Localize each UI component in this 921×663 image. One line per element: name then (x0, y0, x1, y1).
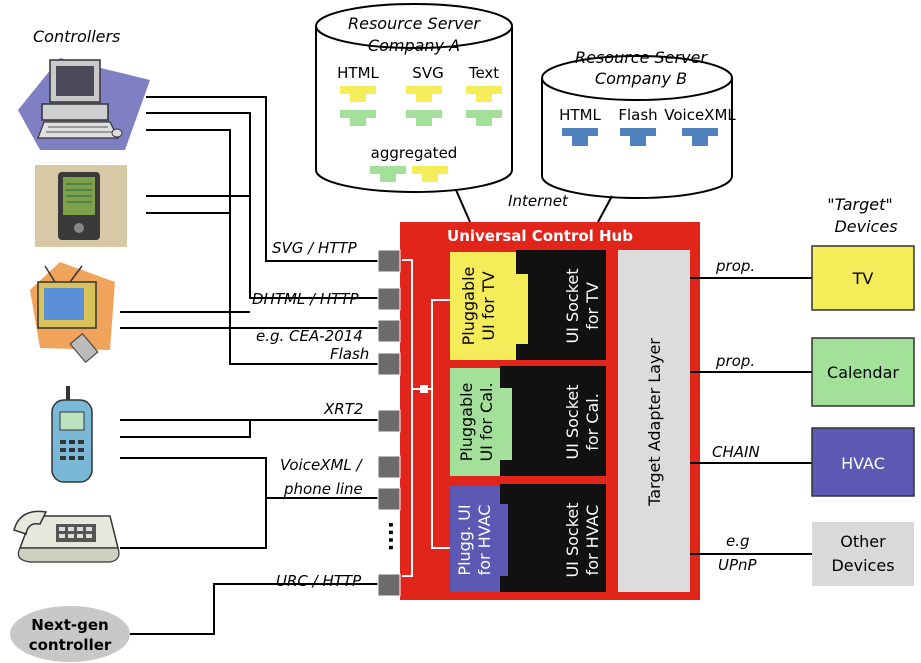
server-a-title-line1: Resource Server (348, 14, 481, 33)
server-a-format-html: HTML (337, 64, 379, 82)
next-gen-label-line1: Next-gen (31, 616, 108, 634)
pda-icon (35, 165, 127, 247)
ui-socket-tv-line2: for TV (583, 282, 602, 330)
desktop-computer-icon (18, 58, 150, 150)
target-adapter-layer (618, 250, 690, 592)
server-b-format-flash: Flash (618, 106, 657, 124)
server-a-format-svg: SVG (412, 64, 443, 82)
mobile-phone-icon (51, 386, 93, 483)
ui-socket-hvac-line1: UI Socket (563, 502, 582, 577)
server-b-link (597, 195, 613, 223)
link-other-upnp: UPnP (718, 556, 758, 574)
link-cal-prop: prop. (715, 352, 755, 370)
target-adapter-layer-label: Target Adapter Layer (645, 338, 664, 507)
device-hvac: HVAC (811, 427, 915, 497)
protocol-svg-http: SVG / HTTP (272, 239, 358, 257)
device-other-label-line2: Devices (831, 556, 894, 575)
ui-socket-hvac-line2: for HVAC (583, 505, 602, 576)
pluggable-ui-hvac-line2: for HVAC (475, 505, 494, 576)
television-icon (30, 262, 115, 364)
pluggable-ui-cal-line1: Pluggable (457, 383, 476, 462)
protocol-urc-http: URC / HTTP (276, 572, 362, 590)
ui-socket-hvac (500, 484, 606, 592)
protocol-cea-2014: e.g. CEA-2014 (256, 327, 363, 345)
device-other: Other Devices (812, 522, 914, 586)
controller-wires (120, 96, 378, 635)
protocol-flash: Flash (330, 345, 369, 363)
server-b-ui-pieces (562, 128, 718, 146)
link-other-eg: e.g (726, 532, 750, 550)
pluggable-ui-tv (450, 252, 550, 360)
server-b-title-line2: Company B (595, 69, 687, 88)
next-gen-controller: Next-gen controller (10, 606, 130, 662)
protocol-phone-line: phone line (283, 480, 363, 498)
pluggable-ui-cal-line2: UI for Cal. (477, 382, 496, 461)
pluggable-ui-hvac (450, 486, 550, 592)
device-other-label-line1: Other (840, 532, 886, 551)
hub-ports (377, 249, 401, 597)
server-a-title-line2: Company A (368, 36, 460, 55)
targets-label-line1: "Target" (827, 195, 892, 214)
target-links (690, 277, 812, 555)
pluggable-ui-tv-line1: Pluggable (459, 267, 478, 346)
pluggable-ui-hvac-line1: Plugg. UI (455, 504, 474, 575)
ui-socket-cal-line2: for Cal. (583, 393, 602, 451)
device-hvac-label: HVAC (841, 454, 885, 473)
link-tv-prop: prop. (715, 257, 755, 275)
server-a-ui-pieces (340, 86, 502, 182)
hub-title: Universal Control Hub (447, 227, 633, 245)
device-calendar: Calendar (811, 337, 915, 407)
more-ports-ellipsis: .... (384, 521, 408, 551)
ui-socket-calendar (500, 366, 606, 476)
targets-label-line2: Devices (834, 217, 897, 236)
ui-socket-tv (516, 250, 606, 360)
next-gen-label-line2: controller (29, 636, 112, 654)
device-calendar-label: Calendar (827, 363, 899, 382)
pluggable-ui-calendar (450, 368, 550, 476)
resource-server-a: Resource Server Company A HTML SVG Text … (315, 3, 513, 193)
server-b-format-html: HTML (559, 106, 601, 124)
resource-server-b: Resource Server Company B HTML Flash Voi… (541, 48, 736, 199)
universal-control-hub: Universal Control Hub (400, 222, 700, 600)
desk-telephone-icon (13, 510, 120, 563)
ui-socket-cal-line1: UI Socket (563, 384, 582, 459)
server-a-aggregated: aggregated (371, 144, 458, 162)
server-b-title-line1: Resource Server (575, 48, 708, 67)
device-tv-label: TV (852, 269, 874, 288)
protocol-dhtml-http: DHTML / HTTP (252, 290, 359, 308)
link-hvac-chain: CHAIN (712, 443, 760, 461)
controllers-label: Controllers (33, 27, 120, 46)
protocol-xrt2: XRT2 (323, 400, 363, 418)
ui-socket-tv-line1: UI Socket (563, 268, 582, 343)
internet-label: Internet (508, 192, 569, 210)
server-b-format-voicexml: VoiceXML (664, 106, 736, 124)
server-a-link (455, 189, 471, 223)
pluggable-ui-tv-line2: UI for TV (479, 271, 498, 340)
device-tv: TV (811, 245, 915, 311)
server-a-format-text: Text (468, 64, 499, 82)
protocol-voicexml: VoiceXML / (280, 456, 364, 474)
